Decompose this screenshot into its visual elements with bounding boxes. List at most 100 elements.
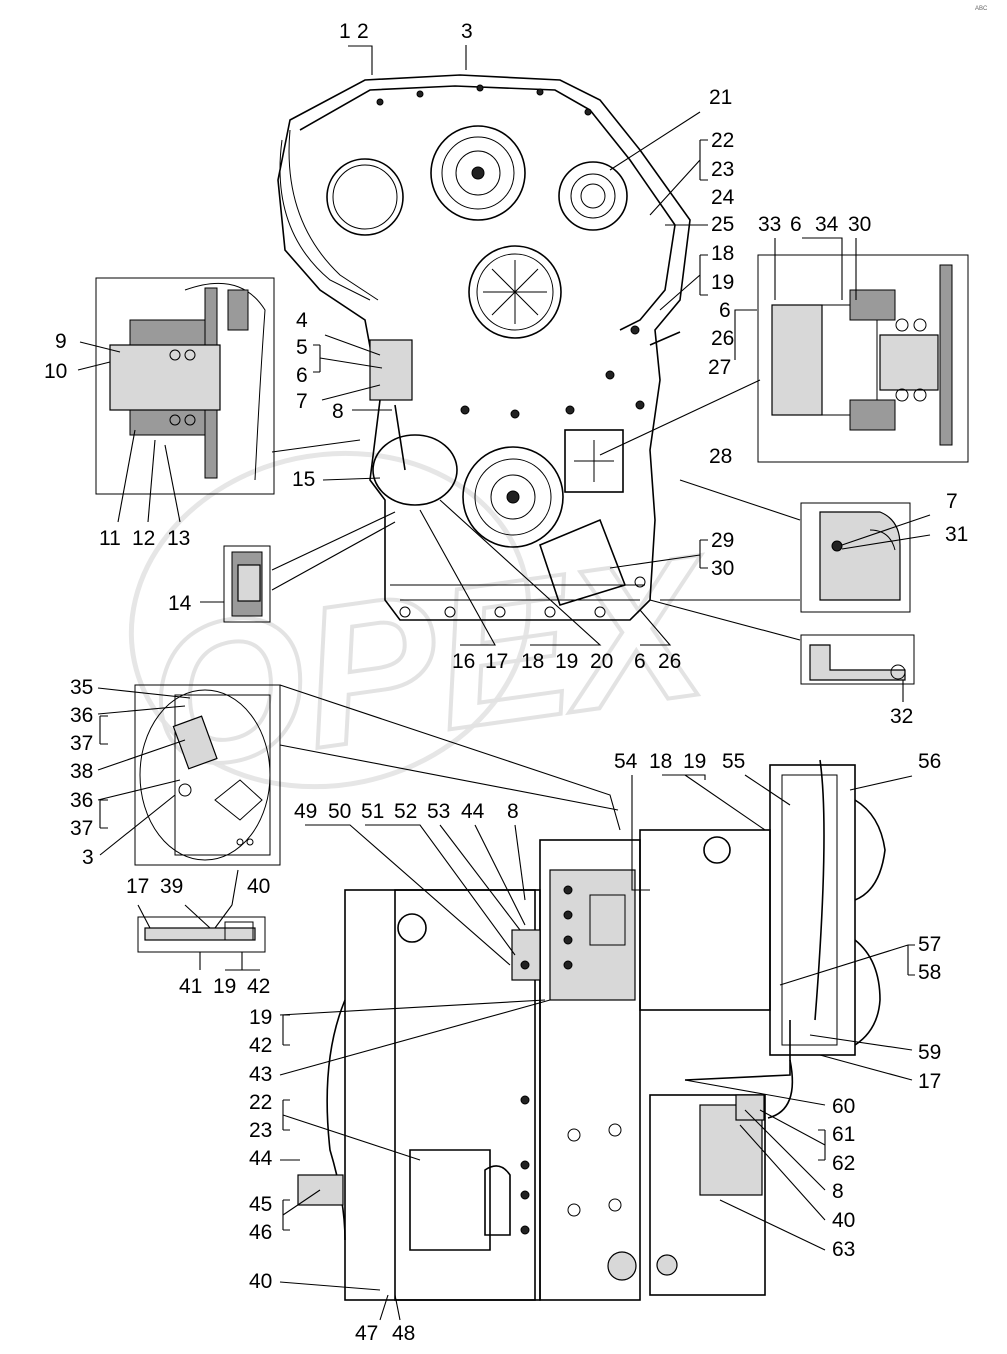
callout-label: 13 [167,527,190,550]
callout-label: 40 [832,1209,855,1232]
callout-label: 19 [249,1006,272,1029]
callout-label: 18 [711,242,734,265]
callout-label: 19 [683,750,706,773]
callout-label: 21 [709,86,732,109]
callout-label: 11 [99,527,121,550]
callout-label: 18 [649,750,672,773]
callout-label: 22 [249,1091,272,1114]
callout-label: 47 [355,1322,378,1345]
callout-label: 6 [634,650,646,673]
callout-label: 36 [70,704,93,727]
callout-label: 3 [461,20,473,43]
callout-label: 7 [296,390,308,413]
callout-label: 63 [832,1238,855,1261]
callout-label: 16 [452,650,475,673]
callout-label: 22 [711,129,734,152]
callout-label: 44 [461,800,485,823]
callout-label: 37 [70,817,93,840]
callout-label: 4 [296,309,308,332]
callout-label: 51 [361,800,384,823]
callout-label: 28 [709,445,732,468]
callout-label: 7 [946,490,958,513]
callout-label: 17 [126,875,149,898]
callout-label: 10 [44,360,67,383]
callout-label: 6 [719,299,731,322]
callout-label: 20 [590,650,613,673]
callout-label: 32 [890,705,913,728]
callout-label: 41 [179,975,202,998]
callout-label: 40 [247,875,270,898]
bearing-detail-right [757,254,969,463]
callout-label: 1 [339,20,351,43]
callout-label: 19 [213,975,236,998]
plug-detail-14 [223,545,271,623]
callout-label: 17 [485,650,508,673]
callout-label: 39 [160,875,183,898]
callout-label: 46 [249,1221,272,1244]
callout-label: 54 [614,750,638,773]
callout-label: 8 [507,800,519,823]
callout-label: 58 [918,961,941,984]
callout-label: 42 [247,975,270,998]
strip-detail [137,916,266,953]
callout-label: 34 [815,213,839,236]
callout-label: 53 [427,800,450,823]
callout-label: 24 [711,186,735,209]
callout-label: 48 [392,1322,415,1345]
callout-label: 2 [357,20,369,43]
callout-label: 17 [918,1070,941,1093]
callout-label: 52 [394,800,417,823]
corner-mark: ABC [975,6,988,12]
callout-label: 62 [832,1152,855,1175]
callout-label: 59 [918,1041,941,1064]
callout-label: 9 [55,330,67,353]
callout-label: 49 [294,800,317,823]
callout-label: 30 [711,557,734,580]
callout-label: 56 [918,750,941,773]
pan-detail-32 [800,634,915,685]
side-view-assembly [297,759,886,1301]
callout-label: 6 [296,364,308,387]
callout-label: 25 [711,213,734,236]
front-housing-view [277,74,691,621]
callout-label: 43 [249,1063,272,1086]
callout-label: 27 [708,356,731,379]
callout-label: 19 [711,271,734,294]
callout-label: 33 [758,213,781,236]
callout-label: 35 [70,676,93,699]
cover-detail [800,502,911,613]
callout-label: 60 [832,1095,855,1118]
callout-label: 44 [249,1147,273,1170]
valve-detail [134,684,281,866]
callout-label: 55 [722,750,745,773]
callout-label: 18 [521,650,544,673]
callout-label: 31 [945,523,968,546]
callout-label: 6 [790,213,802,236]
callout-label: 29 [711,529,734,552]
callout-label: 45 [249,1193,272,1216]
leader-lines [77,45,931,1321]
callout-label: 23 [711,158,734,181]
callout-label: 40 [249,1270,272,1293]
callout-label: 50 [328,800,351,823]
callout-label: 3 [82,846,94,869]
callout-label: 30 [848,213,871,236]
callout-label: 42 [249,1034,272,1057]
callout-label: 57 [918,933,941,956]
callout-label: 8 [332,400,344,423]
callout-label: 5 [296,336,308,359]
callout-label: 38 [70,760,93,783]
callout-label: 26 [711,327,734,350]
callout-label: 37 [70,732,93,755]
callout-label: 14 [168,592,192,615]
callout-label: 23 [249,1119,272,1142]
callout-label: 15 [292,468,315,491]
bearing-detail-left [95,277,275,495]
callout-label: 36 [70,789,93,812]
callout-label: 12 [132,527,155,550]
callout-label: 61 [832,1123,855,1146]
callout-label: 19 [555,650,578,673]
housing-bolts [376,84,646,618]
callout-labels: 1 2 3 21 22 23 24 25 18 19 6 26 27 28 4 … [44,20,968,1345]
